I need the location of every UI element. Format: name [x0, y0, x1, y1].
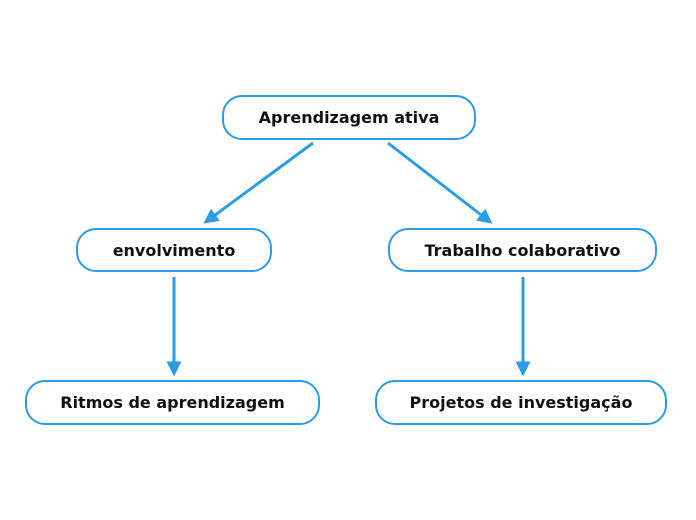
node-leaf-right[interactable]: Projetos de investigação	[375, 380, 667, 425]
node-branch-right-label: Trabalho colaborativo	[424, 240, 621, 260]
node-branch-right[interactable]: Trabalho colaborativo	[388, 228, 657, 272]
node-branch-left-label: envolvimento	[112, 240, 236, 260]
node-root[interactable]: Aprendizagem ativa	[222, 95, 476, 140]
node-branch-left[interactable]: envolvimento	[76, 228, 272, 272]
edge-root-to-branch-left	[203, 141, 314, 224]
node-leaf-left-label: Ritmos de aprendizagem	[60, 393, 285, 412]
node-leaf-right-label: Projetos de investigação	[409, 393, 633, 412]
node-leaf-left[interactable]: Ritmos de aprendizagem	[25, 380, 320, 425]
node-root-label: Aprendizagem ativa	[258, 108, 440, 127]
edge-root-to-branch-right	[387, 141, 493, 224]
